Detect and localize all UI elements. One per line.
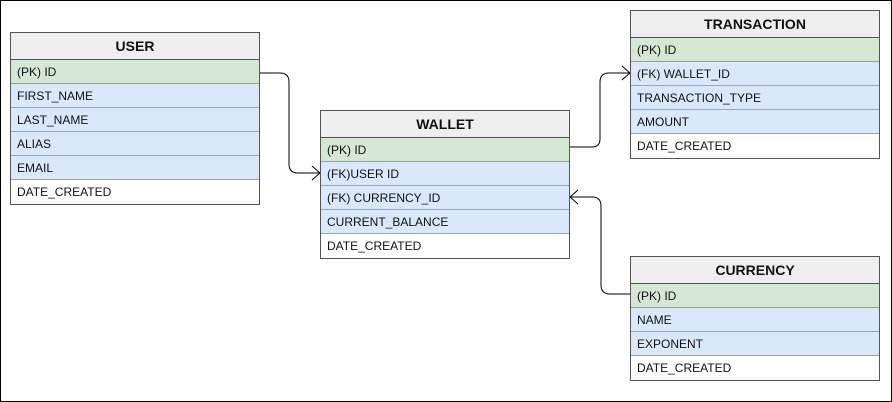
field-transaction-id[interactable]: (PK) ID [631, 38, 879, 62]
field-user-id[interactable]: (PK) ID [11, 60, 259, 84]
field-wallet-currency-id[interactable]: (FK) CURRENCY_ID [321, 186, 569, 210]
field-currency-name[interactable]: NAME [631, 308, 879, 332]
field-wallet-current-balance[interactable]: CURRENT_BALANCE [321, 210, 569, 234]
field-user-email[interactable]: EMAIL [11, 156, 259, 180]
entity-wallet[interactable]: WALLET (PK) ID (FK)USER ID (FK) CURRENCY… [320, 110, 570, 259]
entity-transaction[interactable]: TRANSACTION (PK) ID (FK) WALLET_ID TRANS… [630, 10, 880, 159]
field-transaction-type[interactable]: TRANSACTION_TYPE [631, 86, 879, 110]
entity-title: TRANSACTION [631, 11, 879, 38]
entity-title: USER [11, 33, 259, 60]
field-user-date-created[interactable]: DATE_CREATED [11, 180, 259, 204]
field-wallet-id[interactable]: (PK) ID [321, 138, 569, 162]
entity-title: CURRENCY [631, 257, 879, 284]
entity-user[interactable]: USER (PK) ID FIRST_NAME LAST_NAME ALIAS … [10, 32, 260, 205]
field-currency-exponent[interactable]: EXPONENT [631, 332, 879, 356]
field-wallet-date-created[interactable]: DATE_CREATED [321, 234, 569, 258]
field-user-last-name[interactable]: LAST_NAME [11, 108, 259, 132]
field-currency-id[interactable]: (PK) ID [631, 284, 879, 308]
field-transaction-amount[interactable]: AMOUNT [631, 110, 879, 134]
field-user-alias[interactable]: ALIAS [11, 132, 259, 156]
field-currency-date-created[interactable]: DATE_CREATED [631, 356, 879, 380]
entity-currency[interactable]: CURRENCY (PK) ID NAME EXPONENT DATE_CREA… [630, 256, 880, 381]
field-transaction-date-created[interactable]: DATE_CREATED [631, 134, 879, 158]
field-user-first-name[interactable]: FIRST_NAME [11, 84, 259, 108]
field-transaction-wallet-id[interactable]: (FK) WALLET_ID [631, 62, 879, 86]
field-wallet-user-id[interactable]: (FK)USER ID [321, 162, 569, 186]
entity-title: WALLET [321, 111, 569, 138]
